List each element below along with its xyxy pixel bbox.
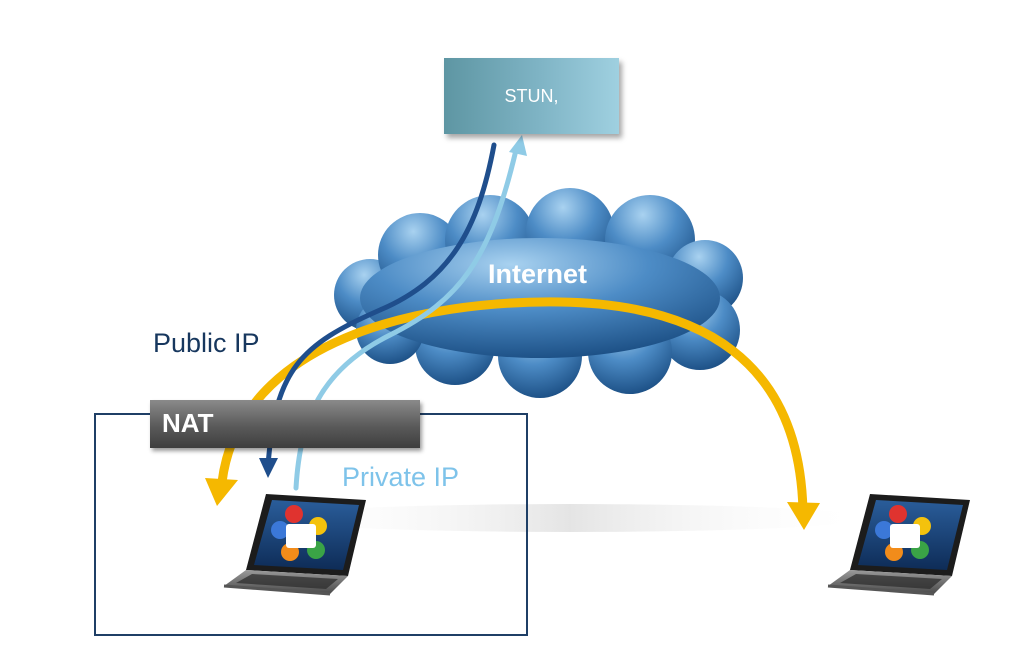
floor-shadow: [270, 504, 870, 532]
nat-label: NAT: [162, 408, 214, 438]
stun-server-box: STUN,: [444, 58, 619, 134]
public-ip-arrow: [265, 142, 497, 469]
right-laptop-icon: [826, 492, 972, 596]
peer-arrowhead-right: [787, 502, 820, 530]
private-ip-arrowhead: [509, 135, 527, 156]
private-ip-label: Private IP: [342, 462, 460, 492]
stun-label: STUN,: [504, 85, 559, 106]
internet-label: Internet: [488, 259, 588, 289]
internet-cloud: [334, 188, 743, 398]
peer-arrowhead-left: [205, 478, 238, 506]
public-ip-arrowhead: [259, 458, 278, 478]
nat-header-bar: NAT: [150, 400, 420, 448]
peer-connection-arrow: [217, 297, 808, 517]
public-ip-label: Public IP: [153, 328, 260, 358]
